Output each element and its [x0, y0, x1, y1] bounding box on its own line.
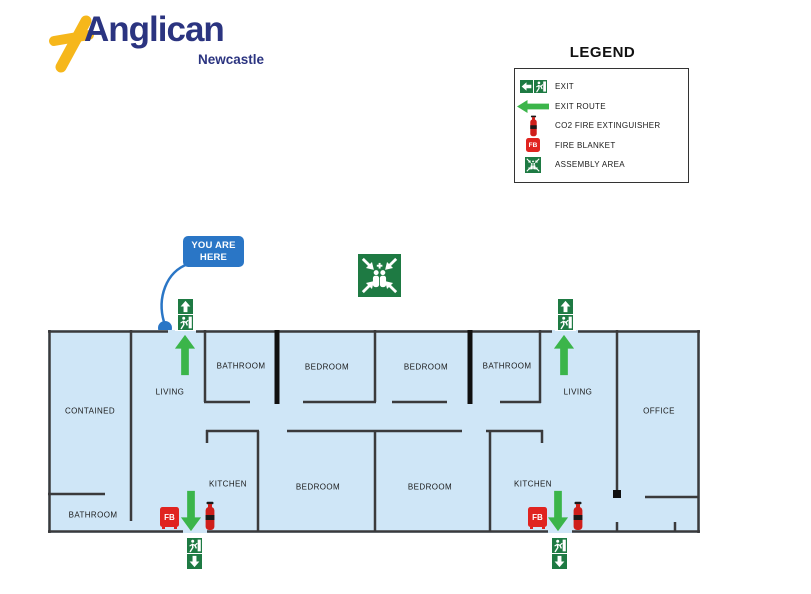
room-label-bathroom-top2: BATHROOM	[482, 361, 532, 371]
exit-sign-bottom-right	[549, 537, 570, 570]
legend-row-exit-route: EXIT ROUTE	[515, 97, 688, 117]
legend-row-extinguisher: CO2 FIRE EXTINGUISHER	[515, 115, 688, 137]
legend-label-exit: EXIT	[555, 82, 574, 92]
floor-plan	[48, 330, 700, 533]
anglican-newcastle-logo: Anglican Newcastle	[46, 8, 276, 78]
exit-route-arrow-icon	[515, 99, 551, 113]
legend-box: EXIT EXIT ROUTE CO2 FIRE EXTINGUISHER FB…	[514, 68, 689, 183]
exit-sign-icon	[515, 80, 551, 94]
legend-row-exit: EXIT	[515, 77, 688, 97]
legend-title: LEGEND	[569, 44, 636, 61]
fire-extinguisher-left	[205, 501, 215, 530]
legend-label-extinguisher: CO2 FIRE EXTINGUISHER	[555, 121, 661, 131]
you-are-here-badge: YOU ARE HERE	[183, 236, 244, 267]
legend-label-fire-blanket: FIRE BLANKET	[555, 140, 616, 150]
logo-cross-icon	[49, 15, 94, 73]
legend-row-fire-blanket: FB FIRE BLANKET	[515, 136, 688, 156]
room-label-contained: CONTAINED	[64, 406, 116, 416]
room-label-office: OFFICE	[643, 406, 675, 416]
legend-row-assembly: ASSEMBLY AREA	[515, 155, 688, 175]
wall-lines	[48, 330, 700, 533]
room-label-living-left: LIVING	[155, 387, 185, 397]
thick-wall-lines	[274, 330, 473, 404]
fire-blanket-icon: FB	[526, 138, 540, 153]
fire-extinguisher-right	[573, 501, 583, 530]
room-label-bedroom-top1: BEDROOM	[304, 362, 350, 372]
room-label-kitchen-right: KITCHEN	[514, 479, 552, 489]
route-arrow-down-right	[547, 490, 569, 532]
assembly-area-marker	[358, 254, 401, 297]
room-label-bathroom-top1: BATHROOM	[216, 361, 266, 371]
fire-blanket-right: FB	[528, 507, 547, 529]
logo-city-text: Newcastle	[197, 52, 264, 67]
room-label-living-right: LIVING	[563, 387, 593, 397]
route-arrow-up-left	[174, 334, 196, 376]
exit-sign-bottom-left	[184, 537, 205, 570]
legend-label-assembly: ASSEMBLY AREA	[555, 160, 625, 170]
logo-brand-text: Anglican	[84, 10, 225, 49]
exit-sign-top-left	[175, 298, 196, 331]
route-arrow-up-right	[553, 334, 575, 376]
room-label-kitchen-left: KITCHEN	[209, 479, 247, 489]
legend-label-exit-route: EXIT ROUTE	[555, 101, 606, 111]
you-are-here-line2: HERE	[199, 251, 228, 263]
office-wall-foot	[613, 490, 621, 498]
route-arrow-down-left	[180, 490, 202, 532]
room-label-bedroom-top2: BEDROOM	[403, 362, 449, 372]
room-label-bedroom-bot1: BEDROOM	[295, 482, 341, 492]
you-are-here-line1: YOU ARE	[191, 240, 236, 252]
assembly-area-icon	[515, 156, 551, 173]
fire-blanket-left: FB	[160, 507, 179, 529]
exit-sign-top-right	[555, 298, 576, 331]
room-label-bedroom-bot2: BEDROOM	[407, 482, 453, 492]
co2-fire-extinguisher-icon	[515, 115, 551, 137]
room-label-bathroom-bl: BATHROOM	[68, 510, 118, 520]
